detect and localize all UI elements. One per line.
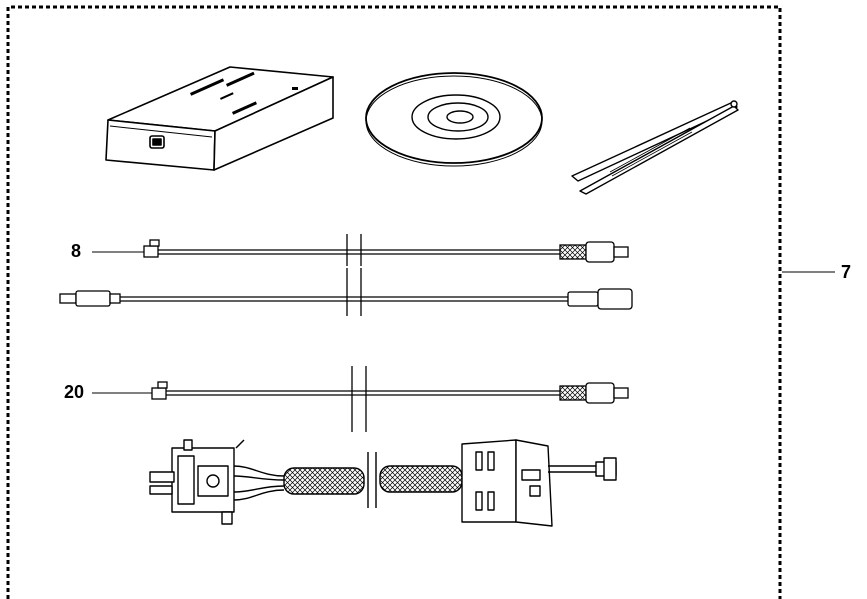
interface-box-icon [105, 66, 334, 171]
callout-harness-large: 20 [64, 382, 85, 402]
usb-cable [59, 268, 633, 316]
main-harness [149, 439, 617, 527]
callout-harness-small: 8 [71, 241, 82, 261]
harness-cable-1 [92, 234, 629, 266]
harness-cable-2 [92, 366, 629, 432]
tweezers-icon [571, 100, 739, 195]
cd-icon [365, 72, 543, 167]
callout-kit: 7 [841, 262, 852, 282]
kit-boundary [6, 5, 782, 599]
